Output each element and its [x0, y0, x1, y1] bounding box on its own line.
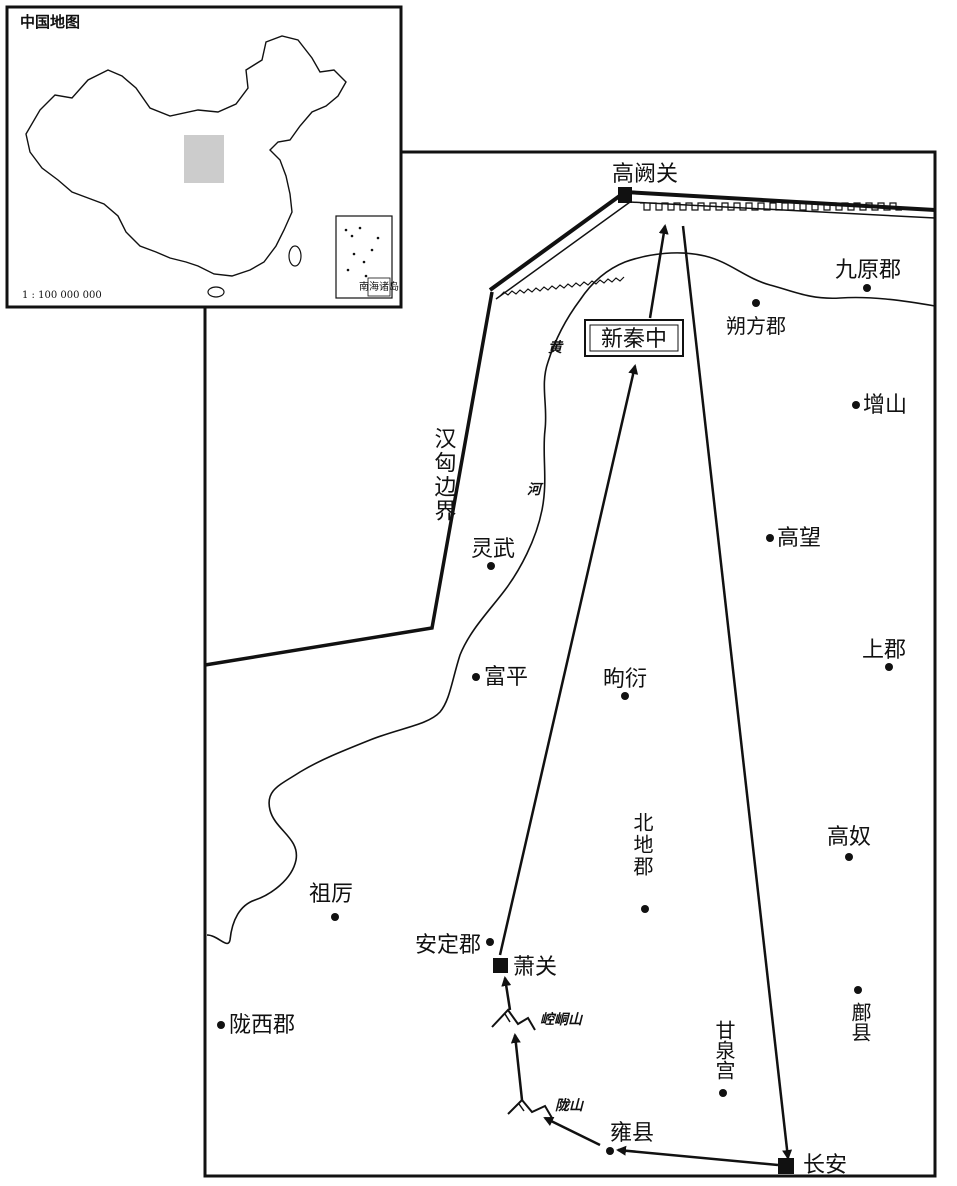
- kongtong-label: 崆峒山: [540, 1011, 584, 1028]
- jiuyuan-dot: [863, 284, 871, 292]
- kongtong-mountain-icon: [491, 1008, 536, 1031]
- gaowang-label: 高望: [777, 526, 821, 551]
- gaonu-dot: [845, 853, 853, 861]
- south-sea-islands: [344, 226, 380, 278]
- route-kongtong-to-xiaoguan: [501, 976, 512, 1011]
- fuping-dot: [472, 673, 480, 681]
- route-xinqin-to-gaoque: [648, 224, 669, 319]
- shangjun-label: 上郡: [862, 638, 906, 663]
- xinqin-box: [584, 319, 684, 357]
- longshan-label: 陇山: [555, 1097, 585, 1114]
- yongxian-label: 雍县: [610, 1121, 654, 1146]
- inset-scale: 1 : 100 000 000: [22, 290, 102, 301]
- longxi-dot: [217, 1021, 225, 1029]
- route-longshan-to-kongtong: [510, 1033, 524, 1101]
- place-dots: [217, 284, 893, 1155]
- longxi-label: 陇西郡: [229, 1013, 295, 1038]
- highlighted-region: [184, 135, 224, 183]
- river-label-char-2: 河: [527, 482, 544, 498]
- xinqin-label: 新秦中: [601, 327, 667, 352]
- jiuyuan-label: 九原郡: [835, 258, 901, 283]
- fuxian-dot: [854, 986, 862, 994]
- xiaoguan-pass-marker: [493, 958, 508, 973]
- yellow-river: [206, 252, 936, 945]
- river-label-char-1: 黄: [548, 339, 564, 356]
- zengshan-label: 增山: [863, 393, 907, 418]
- hainan-island: [207, 286, 225, 298]
- changan-marker: [778, 1158, 794, 1174]
- zuli-dot: [331, 913, 339, 921]
- gaowang-dot: [766, 534, 774, 542]
- xinqin-box-inner: [589, 324, 679, 352]
- routes: [498, 224, 793, 1167]
- taiwan-island: [288, 245, 302, 267]
- beidi-label: 北地郡: [630, 812, 654, 878]
- shuofang-dot: [752, 299, 760, 307]
- border-label: 汉匈边界: [431, 427, 457, 523]
- route-changan-to-yong: [616, 1145, 779, 1167]
- anding-label: 安定郡: [415, 933, 481, 958]
- beidi-dot: [641, 905, 649, 913]
- longshan-mountain-icon: [507, 1098, 553, 1119]
- anding-dot: [486, 938, 494, 946]
- lingwu-label: 灵武: [471, 537, 515, 562]
- fuxian-label: 鄜县: [848, 1002, 872, 1042]
- fuping-label: 富平: [484, 665, 528, 690]
- changan-label: 长安: [803, 1153, 847, 1178]
- route-yong-to-longshan: [543, 1116, 601, 1147]
- route-gaoque-to-changan: [681, 225, 793, 1160]
- gaoque-pass-marker: [618, 187, 632, 203]
- xuyan-label: 昫衍: [603, 667, 647, 692]
- zuli-label: 祖厉: [309, 882, 353, 907]
- south-sea-label: 南海诸岛: [359, 280, 399, 293]
- zengshan-dot: [852, 401, 860, 409]
- south-sea-label-box: [367, 277, 391, 297]
- gaonu-label: 高奴: [827, 825, 871, 850]
- shangjun-dot: [885, 663, 893, 671]
- shuofang-label: 朔方郡: [726, 314, 786, 338]
- xiaoguan-label: 萧关: [513, 955, 557, 980]
- gaoque-label: 高阙关: [612, 162, 678, 187]
- ganquan-dot: [719, 1089, 727, 1097]
- lingwu-dot: [487, 562, 495, 570]
- xuyan-dot: [621, 692, 629, 700]
- route-xiaoguan-to-xinqin: [498, 364, 639, 956]
- han-xiongnu-border: [204, 291, 494, 667]
- ganquan-label: 甘泉宫: [712, 1020, 736, 1080]
- inset-title: 中国地图: [20, 13, 80, 31]
- yongxian-dot: [606, 1147, 614, 1155]
